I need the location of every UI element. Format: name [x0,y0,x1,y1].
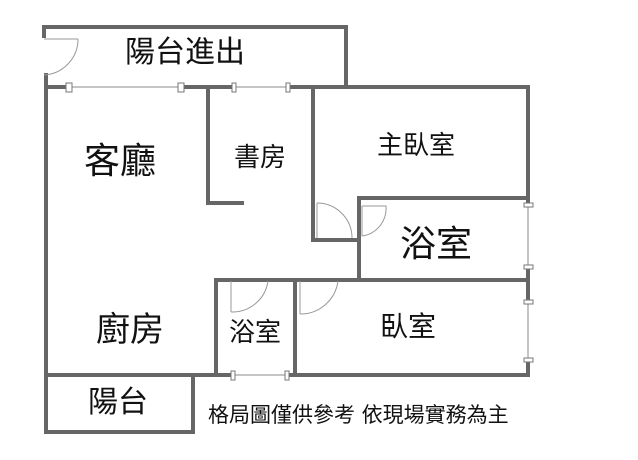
room-label-master-bedroom: 主臥室 [377,131,456,161]
disclaimer-text: 格局圖僅供參考 依現場實務為主 [208,403,509,427]
room-label-study: 書房 [234,143,287,173]
room-label-balcony-entry: 陽台進出 [125,35,245,70]
room-label-bedroom: 臥室 [380,310,437,343]
room-label-master-bathroom: 浴室 [400,224,473,265]
doors [43,38,387,315]
room-label-bathroom: 浴室 [229,318,282,348]
room-label-living-room: 客廳 [84,141,157,182]
room-label-kitchen: 廚房 [96,310,164,350]
windows [65,82,534,381]
room-label-balcony: 陽台 [88,385,148,420]
